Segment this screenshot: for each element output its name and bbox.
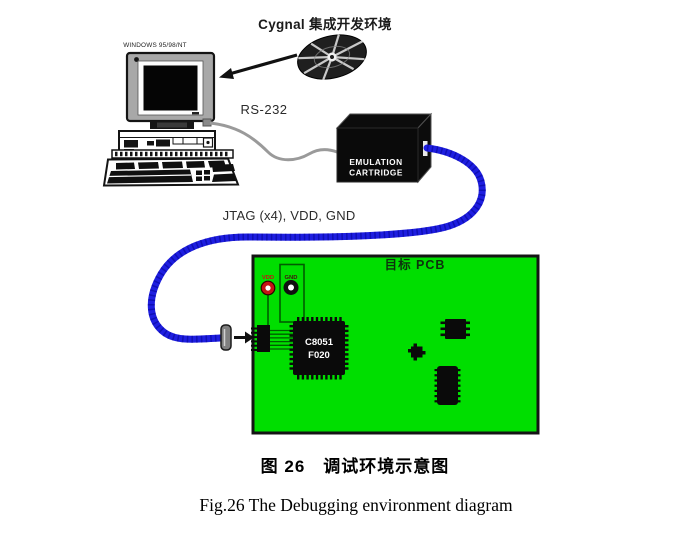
cartridge-label-line2: CARTRIDGE [349, 168, 403, 178]
computer-keyboard [102, 157, 240, 187]
serial-cable [202, 118, 338, 162]
figure-caption-zh: 图 26 调试环境示意图 [261, 456, 450, 476]
small-component [408, 343, 426, 361]
soic8-chip [440, 319, 470, 339]
dip-chip [434, 366, 461, 405]
cd-icon [297, 34, 367, 81]
target-pcb: 目标 PCB VDD GND [251, 254, 540, 435]
emulation-cartridge: EMULATION CARTRIDGE [335, 112, 433, 184]
computer-monitor [125, 51, 216, 129]
computer-case [111, 130, 234, 159]
mcu-label-line2: F020 [308, 350, 330, 361]
pcb-title: 目标 PCB [385, 257, 446, 272]
jtag-traces [270, 329, 293, 350]
install-arrow [219, 53, 298, 79]
mcu-chip: C8051 F020 [289, 317, 349, 380]
connect-arrow [234, 331, 254, 344]
vdd-label: VDD [262, 275, 274, 281]
gnd-testpoint [283, 280, 299, 295]
vdd-testpoint [260, 280, 276, 296]
mcu-pins [289, 317, 349, 380]
mcu-label-line1: C8051 [305, 337, 334, 348]
serial-label: RS-232 [240, 102, 287, 117]
ide-label: Cygnal 集成开发环境 [258, 16, 392, 32]
jtag-cable [147, 144, 486, 343]
figure-caption-en: Fig.26 The Debugging environment diagram [199, 495, 513, 515]
jtag-header [251, 325, 270, 352]
jtag-label: JTAG (x4), VDD, GND [223, 208, 356, 223]
gnd-label: GND [285, 275, 298, 281]
cartridge-label-line1: EMULATION [349, 157, 402, 167]
pcb-traces [267, 263, 305, 329]
jtag-connector [220, 324, 232, 351]
os-label: WINDOWS 95/98/NT [123, 42, 187, 49]
